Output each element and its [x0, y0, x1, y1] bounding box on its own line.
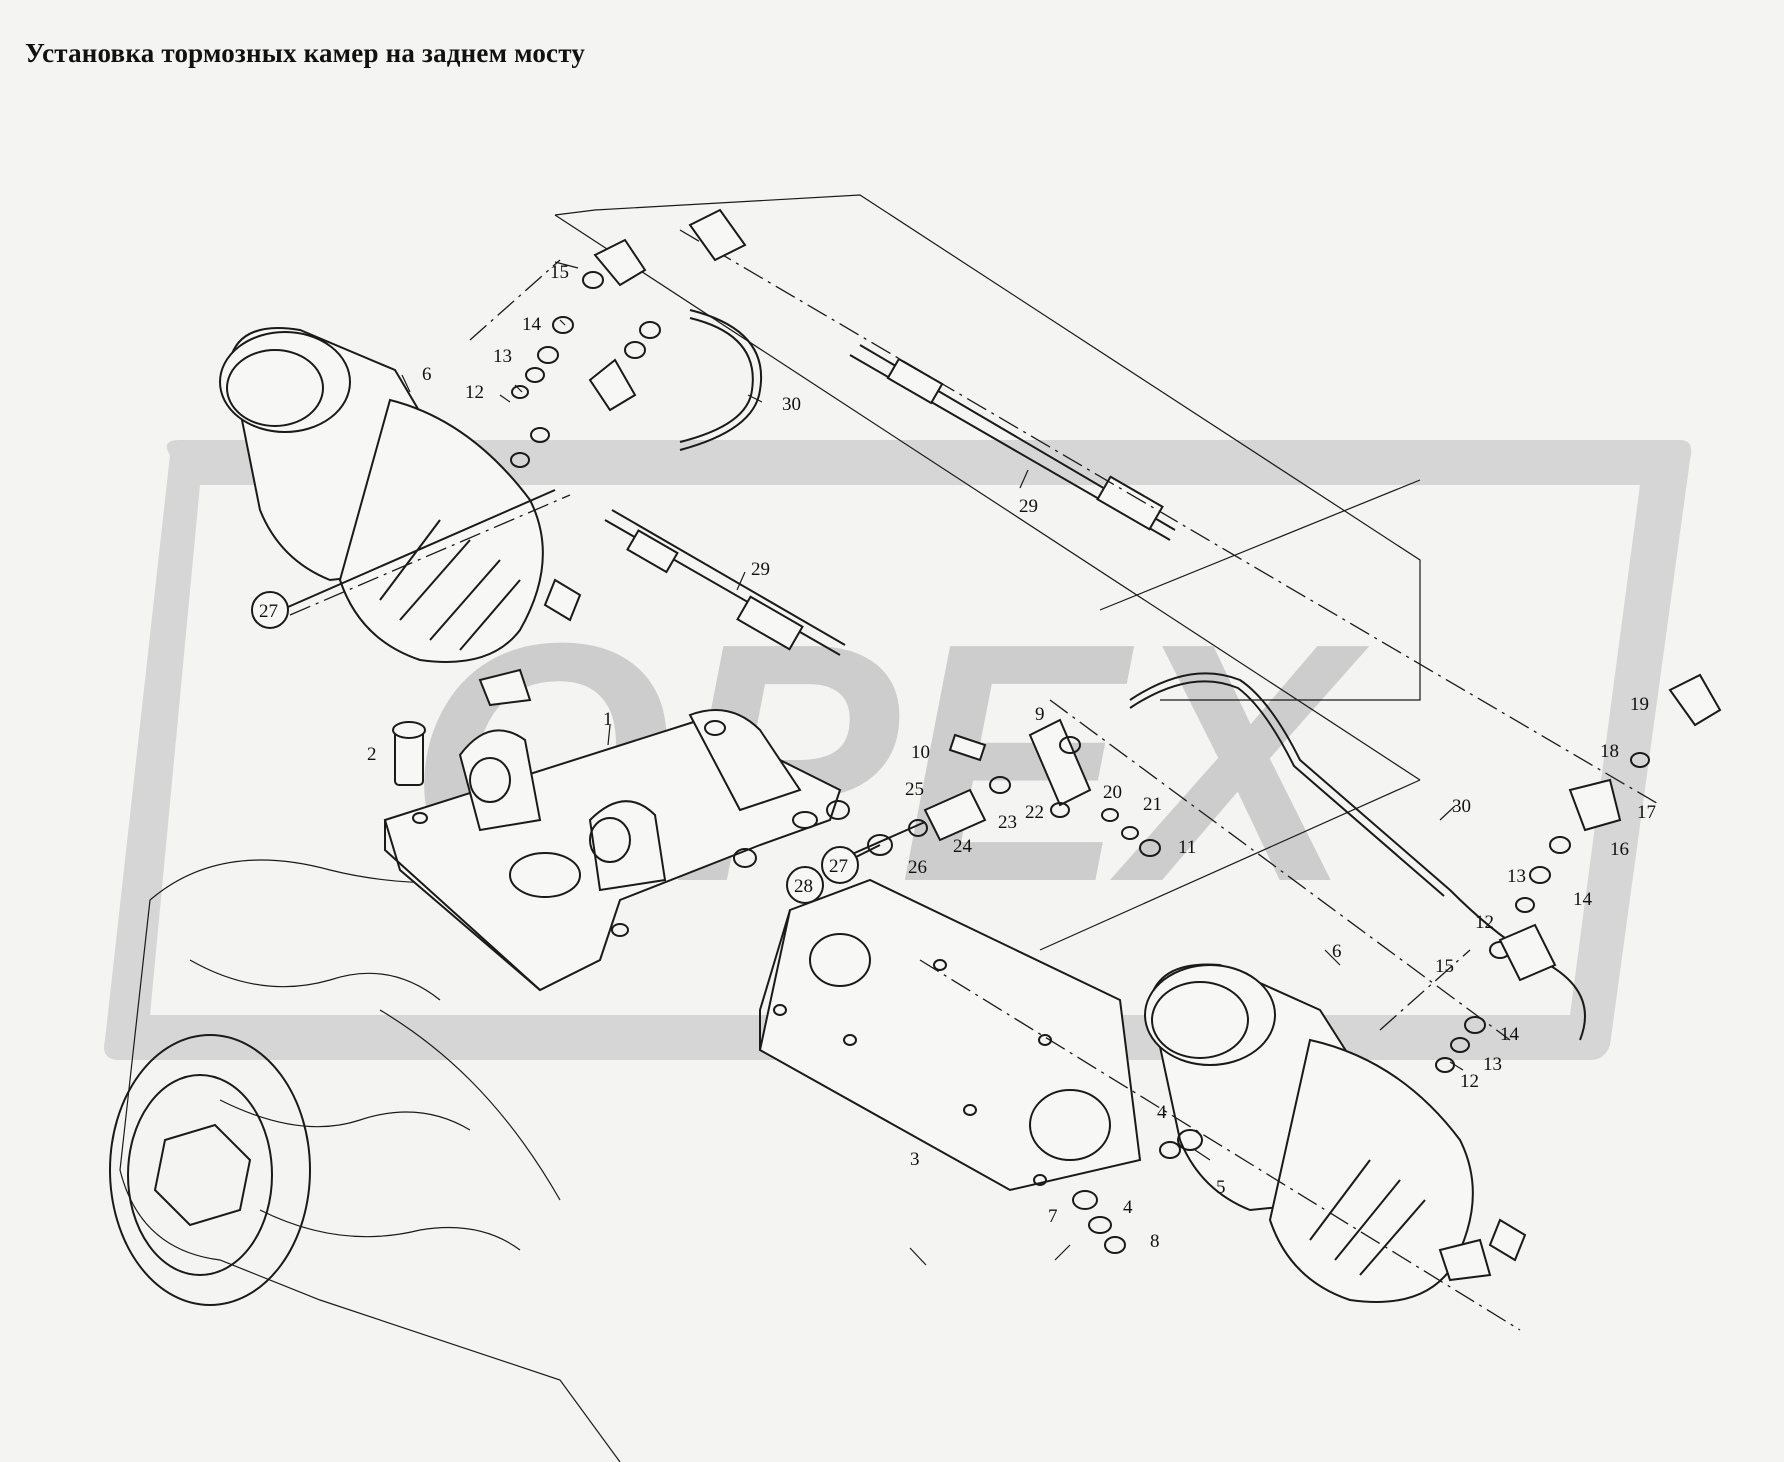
diagram-title: Установка тормозных камер на заднем мост… [25, 38, 586, 68]
brake-chamber-right [1144, 963, 1527, 1303]
callout-19: 19 [1630, 694, 1649, 715]
rods-27 [287, 489, 926, 856]
callout-15a: 15 [550, 262, 569, 283]
callout-14a: 14 [522, 314, 542, 335]
brake-tube-30-right [1129, 672, 1586, 1041]
callout-29-lower: 29 [751, 559, 770, 580]
callout-9: 9 [1035, 704, 1045, 725]
wheel-hub [109, 1034, 311, 1306]
callout-13a: 13 [493, 346, 512, 367]
callout-12a: 12 [465, 382, 484, 403]
callout-25: 25 [905, 779, 924, 800]
callout-12b: 12 [1475, 912, 1494, 933]
callout-30-left: 30 [782, 394, 801, 415]
fittings-centre [829, 718, 1203, 1254]
callout-26: 26 [908, 857, 927, 878]
callout-22: 22 [1025, 802, 1044, 823]
hose-29-upper [849, 344, 1176, 541]
callout-4b: 4 [1123, 1197, 1133, 1218]
callout-21: 21 [1143, 794, 1162, 815]
fittings-right [1435, 673, 1722, 1073]
callout-17: 17 [1637, 802, 1656, 823]
callout-6-right: 6 [1332, 941, 1342, 962]
callout-12c: 12 [1460, 1071, 1479, 1092]
vehicle-frame-outline [119, 194, 1421, 1462]
callout-13c: 13 [1483, 1054, 1502, 1075]
callout-20: 20 [1103, 782, 1122, 803]
callout-18: 18 [1600, 741, 1619, 762]
callout-4a: 4 [1157, 1102, 1167, 1123]
hose-29-lower [604, 509, 846, 656]
callout-14c: 14 [1500, 1024, 1520, 1045]
fittings-upper-left [510, 208, 747, 468]
callout-labels: 1 2 3 4 4 5 6 6 7 8 9 10 11 12 12 12 13 … [259, 262, 1656, 1252]
leader-lines [401, 261, 1464, 1266]
callout-23: 23 [998, 812, 1017, 833]
callout-circles [251, 591, 859, 904]
assembly-axes [289, 229, 1661, 1331]
callout-24: 24 [953, 836, 973, 857]
callout-29-upper: 29 [1019, 496, 1038, 517]
bracket-plate [383, 709, 850, 992]
callout-30-right: 30 [1452, 796, 1471, 817]
callout-5: 5 [1216, 1177, 1226, 1198]
callout-13b: 13 [1507, 866, 1526, 887]
callout-6-left: 6 [422, 364, 432, 385]
callout-2: 2 [367, 744, 377, 765]
callout-27-left: 27 [259, 601, 278, 622]
callout-16: 16 [1610, 839, 1629, 860]
callout-3: 3 [910, 1149, 920, 1170]
bolt-part-2 [392, 721, 426, 786]
callout-11: 11 [1178, 837, 1196, 858]
brake-tube-30-left [679, 309, 763, 451]
axle-housing-cover [758, 878, 1142, 1192]
callout-15b: 15 [1435, 956, 1454, 977]
callout-7: 7 [1048, 1206, 1058, 1227]
callout-10: 10 [911, 742, 930, 763]
brake-chamber-left [219, 327, 582, 707]
callout-1: 1 [603, 709, 613, 730]
callout-14b: 14 [1573, 889, 1593, 910]
callout-27-centre: 27 [829, 856, 848, 877]
callout-28: 28 [794, 876, 813, 897]
callout-8: 8 [1150, 1231, 1160, 1252]
